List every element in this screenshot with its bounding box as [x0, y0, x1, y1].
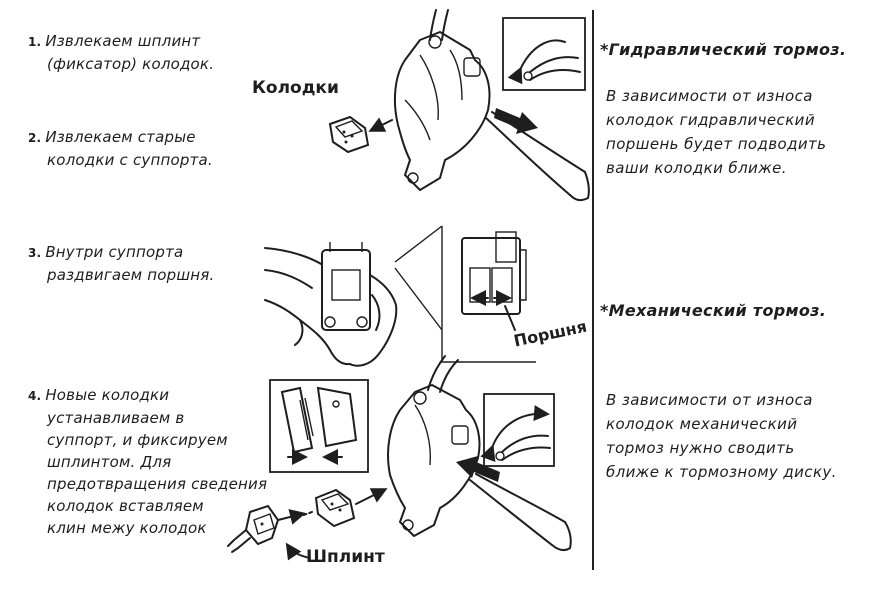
brake-pad-icon — [314, 488, 356, 528]
note-line: В зависимости от износа — [606, 87, 813, 105]
brake-pad-icon — [280, 386, 358, 465]
hydraulic-note-body: В зависимости от износа колодок гидравли… — [606, 84, 826, 180]
step-4: 4.Новые колодки устанавливаем в суппорт,… — [28, 384, 267, 539]
rotation-arrow-icon — [507, 39, 566, 85]
note-line: тормоз нужно сводить — [606, 439, 795, 457]
push-arrow-icon — [494, 108, 538, 134]
pliers-icon — [485, 111, 590, 202]
step-1: 1.Извлекаем шплинт (фиксатор) колодок. — [28, 30, 214, 75]
mechanical-note-body: В зависимости от износа колодок механиче… — [606, 388, 837, 484]
pin-label: Шплинт — [306, 547, 385, 567]
inset-frame — [502, 17, 586, 91]
remove-arrow — [368, 117, 393, 132]
step-line: Извлекаем старые — [45, 128, 196, 146]
rotation-arrow-icon — [480, 405, 550, 463]
step-line: устанавливаем в — [47, 409, 185, 427]
step-number: 2. — [28, 131, 42, 145]
step-number: 1. — [28, 35, 42, 49]
hydraulic-note-title: *Гидравлический тормоз. — [600, 40, 847, 59]
note-line: колодок механический — [606, 415, 798, 433]
brake-caliper-icon — [461, 231, 527, 315]
mechanical-note-title: *Механический тормоз. — [600, 301, 827, 320]
note-line: ближе к тормозному диску. — [606, 463, 837, 481]
brake-pad-icon — [328, 115, 370, 154]
step-line: клин межу колодок — [47, 519, 207, 537]
brake-caliper-icon — [393, 9, 491, 191]
step-number: 4. — [28, 389, 42, 403]
pliers-icon — [469, 473, 572, 552]
step-2: 2.Извлекаем старые колодки с суппорта. — [28, 126, 213, 171]
pads-label: Колодки — [252, 78, 339, 98]
note-line: ваши колодки ближе. — [606, 159, 787, 177]
note-line: В зависимости от износа — [606, 391, 813, 409]
step-line: колодки с суппорта. — [47, 151, 213, 169]
note-line: колодок гидравлический — [606, 111, 815, 129]
step-line: суппорт, и фиксируем — [47, 431, 228, 449]
push-arrow-icon — [456, 456, 500, 482]
split-pin-icon — [227, 504, 280, 553]
step-line: Извлекаем шплинт — [45, 32, 201, 50]
pointer-line — [504, 305, 516, 331]
brake-caliper-icon — [321, 242, 371, 331]
step-line: раздвигаем поршня. — [47, 266, 215, 284]
note-line: поршень будет подводить — [606, 135, 827, 153]
step-line: Внутри суппорта — [45, 243, 184, 261]
step-line: шплинтом. Для — [47, 453, 172, 471]
inset-frame — [483, 393, 555, 467]
step-3: 3.Внутри суппорта раздвигаем поршня. — [28, 241, 214, 286]
step-line: Новые колодки — [45, 386, 170, 404]
column-divider — [592, 10, 594, 570]
step-line: колодок вставляем — [47, 497, 204, 515]
step-number: 3. — [28, 246, 42, 260]
step-line: предотвращения сведения — [47, 475, 268, 493]
step-line: (фиксатор) колодок. — [47, 55, 215, 73]
brake-caliper-icon — [387, 355, 481, 537]
